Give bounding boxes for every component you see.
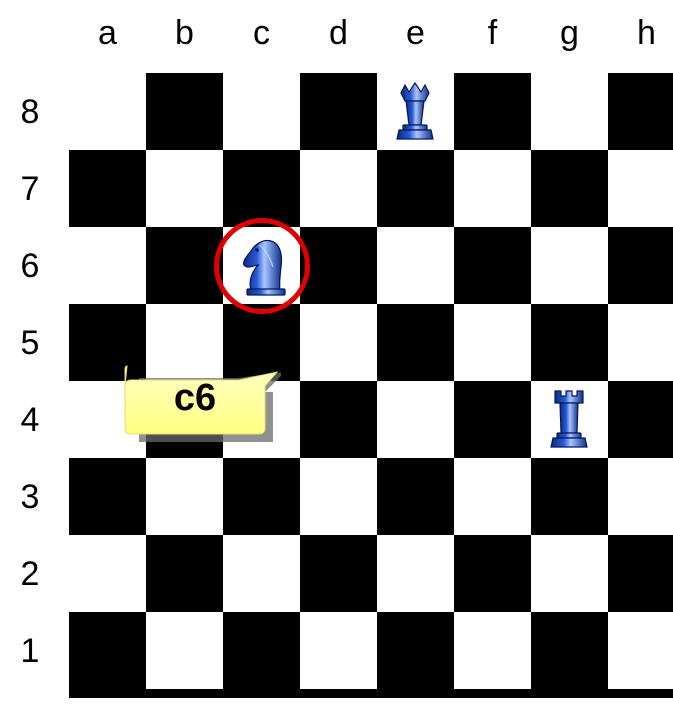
square-h6[interactable] [608, 227, 673, 304]
square-g3[interactable] [531, 458, 608, 535]
rank-label-5: 5 [8, 326, 52, 360]
square-f3[interactable] [454, 458, 531, 535]
square-e4[interactable] [377, 381, 454, 458]
file-label-g: g [531, 16, 608, 50]
square-h1[interactable] [608, 612, 673, 689]
square-h4[interactable] [608, 381, 673, 458]
square-h7[interactable] [608, 150, 673, 227]
rook-piece-g4[interactable] [541, 387, 597, 456]
square-f8[interactable] [454, 73, 531, 150]
square-callout: c6 [121, 362, 281, 450]
square-a1[interactable] [69, 612, 146, 689]
square-g5[interactable] [531, 304, 608, 381]
square-f5[interactable] [454, 304, 531, 381]
highlight-ring [214, 218, 310, 314]
square-c3[interactable] [223, 458, 300, 535]
rank-label-2: 2 [8, 557, 52, 591]
square-h5[interactable] [608, 304, 673, 381]
rank-label-7: 7 [8, 172, 52, 206]
square-e3[interactable] [377, 458, 454, 535]
callout-label: c6 [121, 362, 269, 434]
square-f2[interactable] [454, 535, 531, 612]
rank-label-6: 6 [8, 249, 52, 283]
square-d5[interactable] [300, 304, 377, 381]
square-h3[interactable] [608, 458, 673, 535]
square-c1[interactable] [223, 612, 300, 689]
square-b8[interactable] [146, 73, 223, 150]
square-d2[interactable] [300, 535, 377, 612]
square-e1[interactable] [377, 612, 454, 689]
square-h8[interactable] [608, 73, 673, 150]
square-g1[interactable] [531, 612, 608, 689]
square-d3[interactable] [300, 458, 377, 535]
rank-label-1: 1 [8, 634, 52, 668]
file-label-h: h [608, 16, 673, 50]
square-d6[interactable] [300, 227, 377, 304]
square-a6[interactable] [69, 227, 146, 304]
rank-label-8: 8 [8, 95, 52, 129]
square-c2[interactable] [223, 535, 300, 612]
square-f7[interactable] [454, 150, 531, 227]
square-a8[interactable] [69, 73, 146, 150]
square-f1[interactable] [454, 612, 531, 689]
square-b7[interactable] [146, 150, 223, 227]
square-f4[interactable] [454, 381, 531, 458]
square-g6[interactable] [531, 227, 608, 304]
file-label-a: a [69, 16, 146, 50]
square-a3[interactable] [69, 458, 146, 535]
square-b2[interactable] [146, 535, 223, 612]
square-d7[interactable] [300, 150, 377, 227]
file-label-b: b [146, 16, 223, 50]
square-a7[interactable] [69, 150, 146, 227]
square-e7[interactable] [377, 150, 454, 227]
queen-piece-e8[interactable] [387, 79, 443, 148]
square-g8[interactable] [531, 73, 608, 150]
square-b1[interactable] [146, 612, 223, 689]
file-label-e: e [377, 16, 454, 50]
square-c8[interactable] [223, 73, 300, 150]
square-e6[interactable] [377, 227, 454, 304]
square-d8[interactable] [300, 73, 377, 150]
square-g2[interactable] [531, 535, 608, 612]
file-label-c: c [223, 16, 300, 50]
square-b6[interactable] [146, 227, 223, 304]
file-label-f: f [454, 16, 531, 50]
square-c7[interactable] [223, 150, 300, 227]
square-e5[interactable] [377, 304, 454, 381]
square-d1[interactable] [300, 612, 377, 689]
square-f6[interactable] [454, 227, 531, 304]
rank-label-4: 4 [8, 403, 52, 437]
rank-label-3: 3 [8, 480, 52, 514]
square-e2[interactable] [377, 535, 454, 612]
square-g7[interactable] [531, 150, 608, 227]
square-d4[interactable] [300, 381, 377, 458]
square-h2[interactable] [608, 535, 673, 612]
file-label-d: d [300, 16, 377, 50]
square-a2[interactable] [69, 535, 146, 612]
square-b3[interactable] [146, 458, 223, 535]
